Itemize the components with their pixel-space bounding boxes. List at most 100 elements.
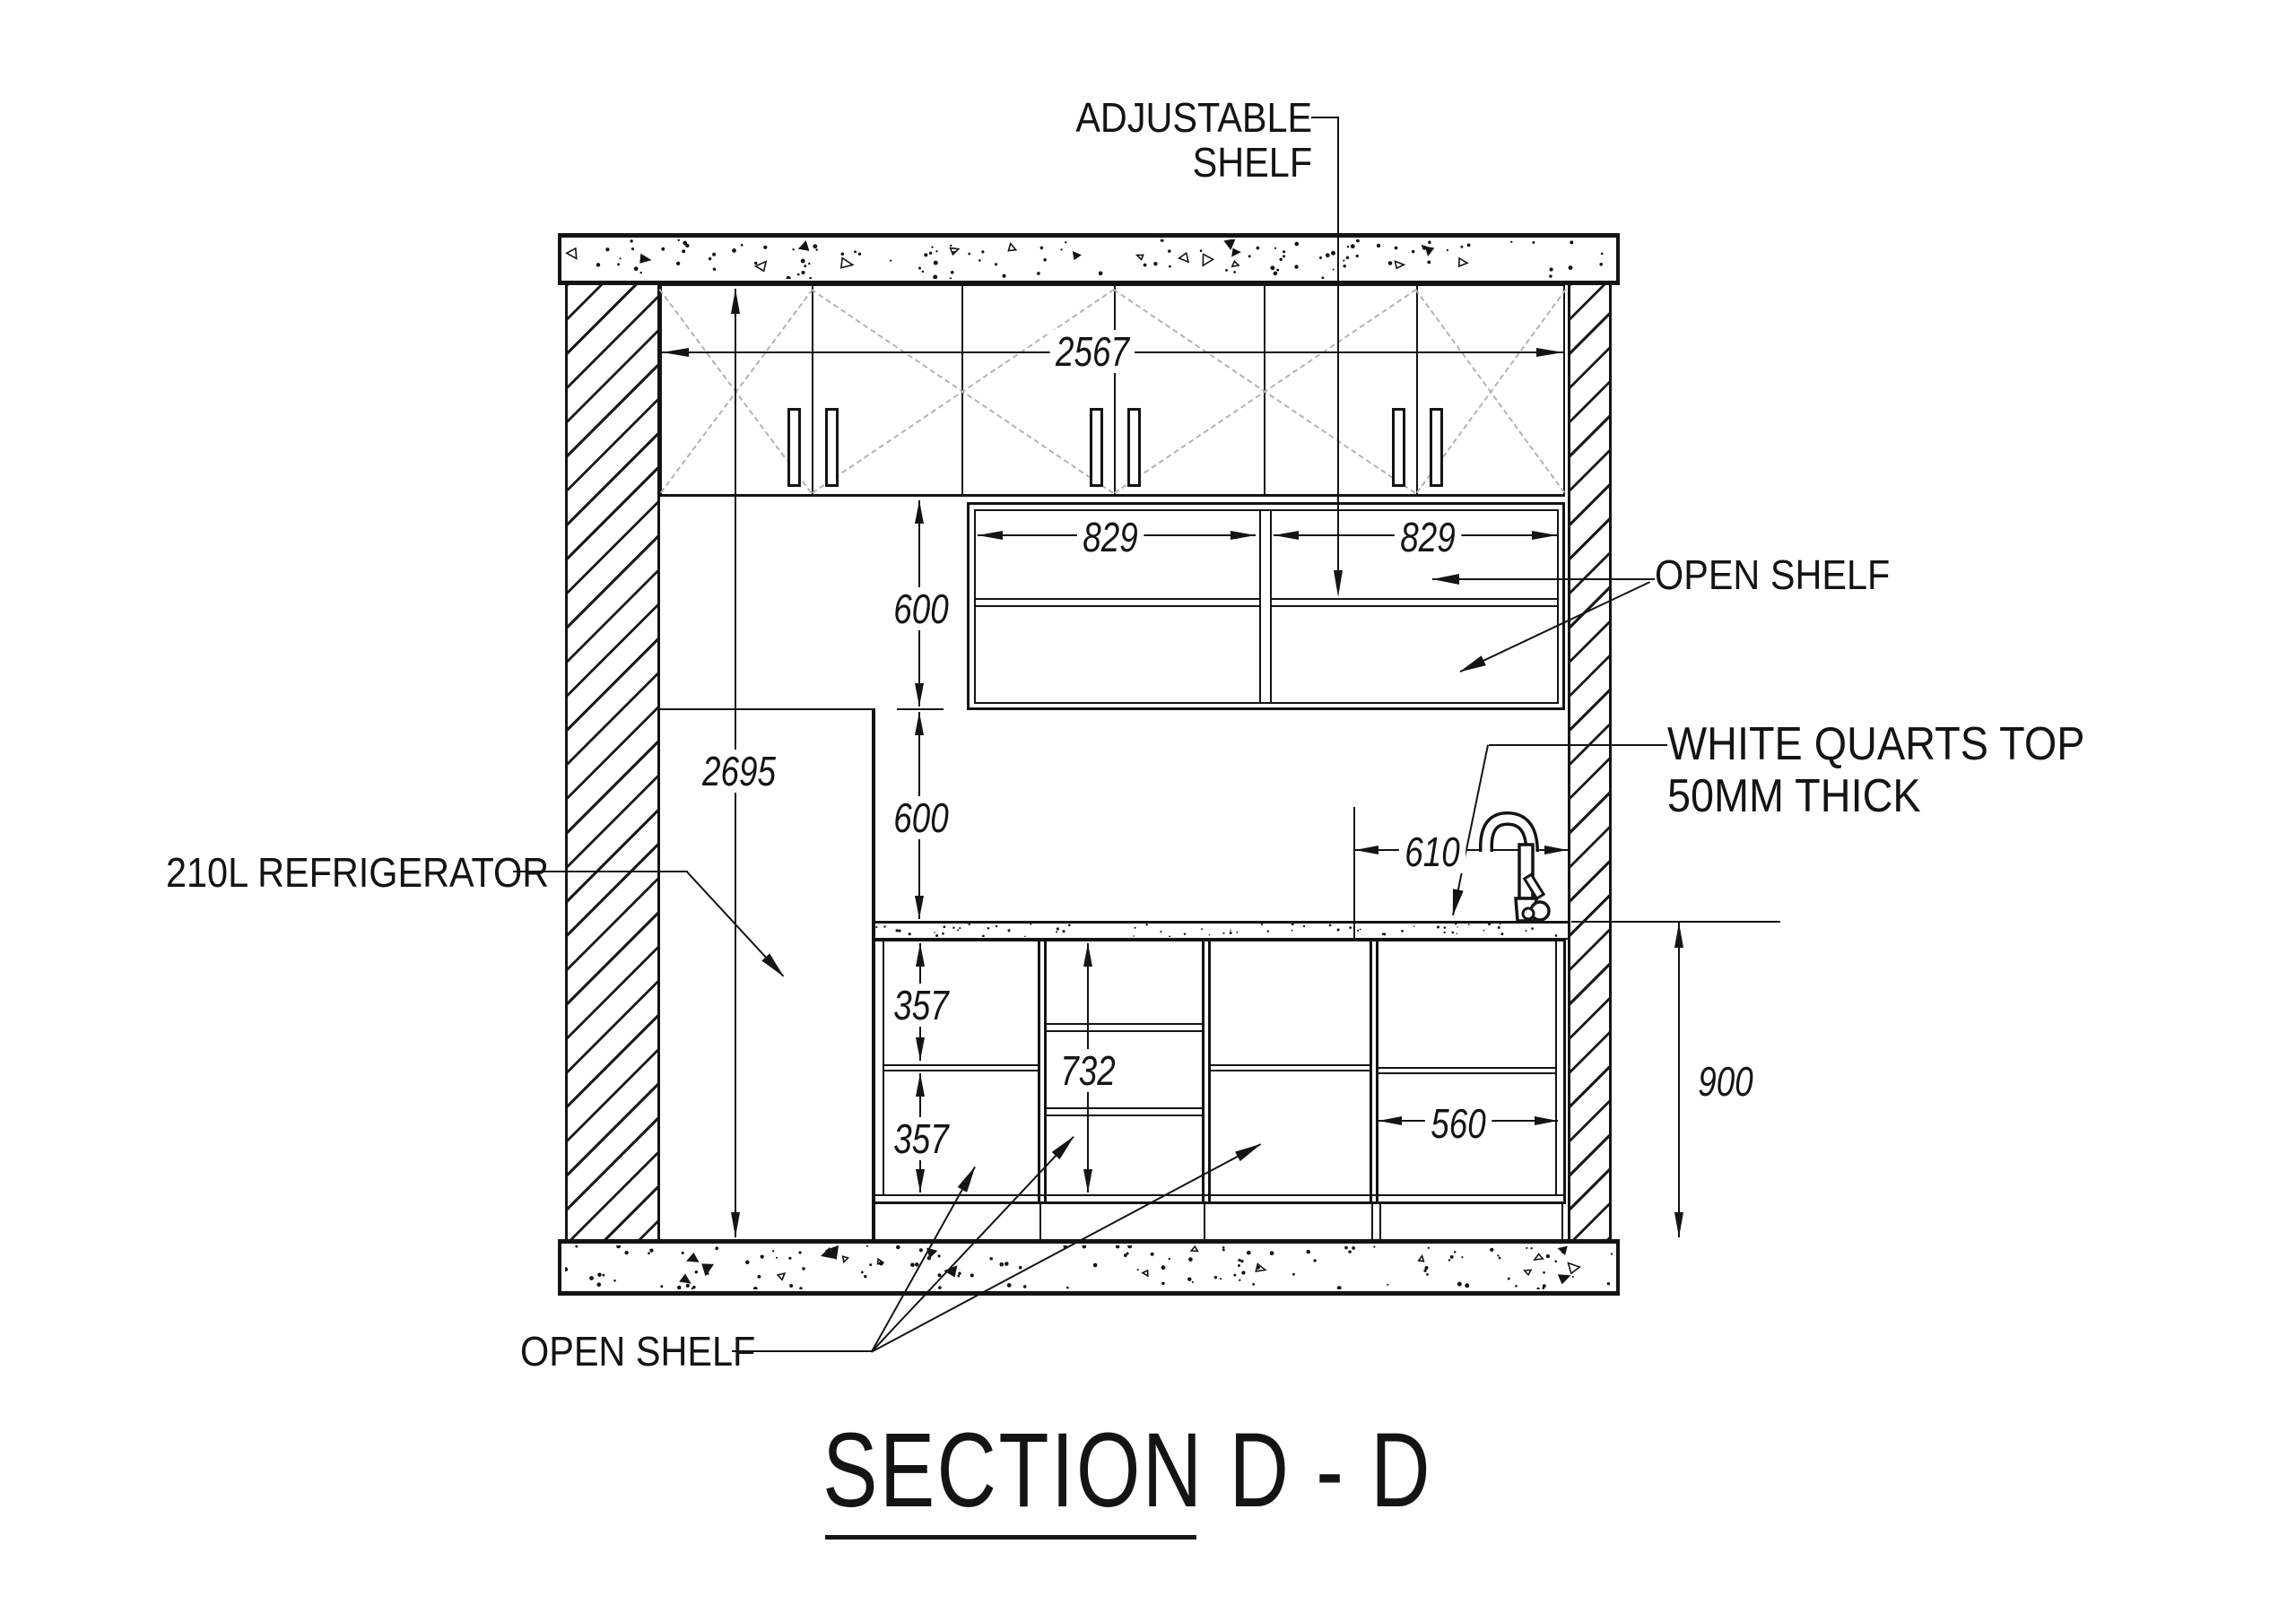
base-cabinet-divider <box>1376 940 1378 1201</box>
upper-cabinet-door-joint <box>1416 285 1418 494</box>
base-cabinet-top <box>872 940 1565 941</box>
toe-kick-line <box>1561 1204 1563 1239</box>
arrowhead-down <box>1334 570 1343 597</box>
dim-extension-faucet <box>1353 807 1355 940</box>
adjustable-shelf-label: ADJUSTABLE SHELF <box>1075 95 1312 185</box>
toe-kick-line <box>1039 1204 1041 1239</box>
arrowhead-up <box>915 712 924 735</box>
base-shelf <box>1378 1067 1555 1069</box>
arrowhead-up <box>915 500 924 524</box>
arrowhead-left <box>1274 531 1299 540</box>
base-shelf <box>1047 1107 1202 1109</box>
top-slab-concrete-texture <box>565 239 1604 279</box>
dim-base-height: 900 <box>1692 1060 1760 1103</box>
arrowhead-down <box>916 1037 925 1061</box>
arrowhead-down <box>915 683 924 707</box>
quartz-leader-horizontal <box>1489 744 1667 746</box>
upper-cabinet-left-side <box>660 285 662 494</box>
dim-tall-unit-height: 2695 <box>696 750 782 793</box>
upper-cabinet-top <box>660 283 1565 286</box>
base-cabinet-divider <box>1208 940 1211 1201</box>
dim-base-mid-section: 732 <box>1054 1049 1122 1092</box>
dim-witness-tick <box>897 708 944 710</box>
wall-shelf-outer-right <box>1562 502 1565 710</box>
arrowhead-down <box>915 896 924 919</box>
arrowhead-down <box>916 1169 925 1193</box>
arrowhead-down <box>1083 1169 1092 1193</box>
base-shelf <box>884 1064 1038 1066</box>
dim-base-cell-upper: 357 <box>887 984 955 1027</box>
drawing-title: SECTION D - D <box>822 1411 1432 1530</box>
dim-shelf-left-width: 829 <box>1076 516 1144 559</box>
adjustable-shelf-leader-tick <box>1311 117 1338 118</box>
countertop-bottom-edge <box>872 938 1568 940</box>
door-handle <box>787 408 801 487</box>
arrowhead-left <box>978 531 1003 540</box>
bottom-slab-right-edge <box>1616 1239 1620 1296</box>
base-cabinet-bottom-inner <box>872 1194 1565 1196</box>
base-shelf <box>1047 1023 1202 1025</box>
open-shelf-upper-leader <box>1432 578 1655 580</box>
door-handle <box>825 408 839 487</box>
left-wall-hatch <box>565 285 660 1239</box>
arrowhead-left <box>1355 846 1378 854</box>
title-underline <box>825 1535 1196 1540</box>
left-wall-outer-edge <box>565 285 568 1239</box>
dim-line-base-height <box>1678 923 1680 1237</box>
arrowhead-up <box>916 1073 925 1097</box>
door-handle <box>1127 408 1141 487</box>
upper-cabinet-right-side <box>1563 285 1565 494</box>
toe-kick-line <box>1204 1204 1205 1239</box>
dim-shelf-right-width: 829 <box>1394 516 1462 559</box>
top-slab-left-edge <box>558 233 561 285</box>
arrowhead-up <box>916 943 925 967</box>
arrowhead-down <box>1674 1212 1683 1237</box>
base-cabinet-left-inner <box>883 940 884 1194</box>
arrowhead-up <box>1674 923 1683 948</box>
upper-cabinet-divider <box>961 285 963 494</box>
bottom-slab-bottom-edge <box>558 1291 1620 1296</box>
adjustable-shelf-leader-line <box>1337 117 1339 572</box>
door-handle <box>1392 408 1405 487</box>
bottom-slab-left-edge <box>558 1239 561 1296</box>
arrowhead <box>1235 1139 1265 1162</box>
base-cabinet-bottom-outer <box>872 1201 1565 1204</box>
arrowhead-right <box>1544 846 1568 854</box>
countertop-quartz-texture <box>875 924 1558 937</box>
refrigerator-leader-horizontal <box>513 871 688 872</box>
dim-base-cell-lower: 357 <box>887 1117 955 1160</box>
upper-cabinet-bottom <box>660 494 1565 497</box>
toe-kick-line <box>1371 1204 1373 1239</box>
wall-shelf-left-shelf <box>976 598 1259 600</box>
arrowhead-down <box>731 1212 740 1237</box>
base-shelf <box>1047 1115 1202 1116</box>
refrigerator-label: 210L REFRIGERATOR <box>166 849 550 896</box>
arrowhead <box>1051 1132 1079 1160</box>
upper-cabinet-door-joint <box>1114 285 1116 494</box>
arrowhead-right <box>1532 531 1557 540</box>
quartz-top-label-line2: 50MM THICK <box>1667 770 1921 823</box>
top-slab-right-edge <box>1616 233 1620 285</box>
upper-cabinet-divider <box>1264 285 1265 494</box>
left-wall-inner-edge <box>657 285 660 1239</box>
bottom-slab-top-edge <box>558 1239 1620 1244</box>
countertop-left-edge <box>872 921 874 940</box>
arrowhead <box>1457 655 1486 677</box>
wall-shelf-outer-left <box>967 502 970 710</box>
dim-extension-counter-level <box>1571 921 1780 923</box>
arrowhead <box>957 1163 980 1193</box>
faucet-icon <box>1479 811 1551 923</box>
bottom-slab-concrete-texture <box>565 1245 1613 1289</box>
countertop-top-edge <box>872 921 1568 924</box>
base-cabinet-right-outer <box>1563 940 1566 1204</box>
base-cabinet-divider <box>1370 940 1372 1201</box>
tall-gable-panel <box>872 708 875 1239</box>
wall-shelf-center-divider <box>1259 509 1261 704</box>
base-cabinet-divider <box>1038 940 1040 1201</box>
arrowhead <box>1447 889 1464 918</box>
base-shelf <box>1378 1072 1555 1074</box>
upper-cabinet-door-joint <box>812 285 813 494</box>
arrowhead-left <box>1432 574 1459 585</box>
base-cabinet-divider <box>1044 940 1047 1201</box>
